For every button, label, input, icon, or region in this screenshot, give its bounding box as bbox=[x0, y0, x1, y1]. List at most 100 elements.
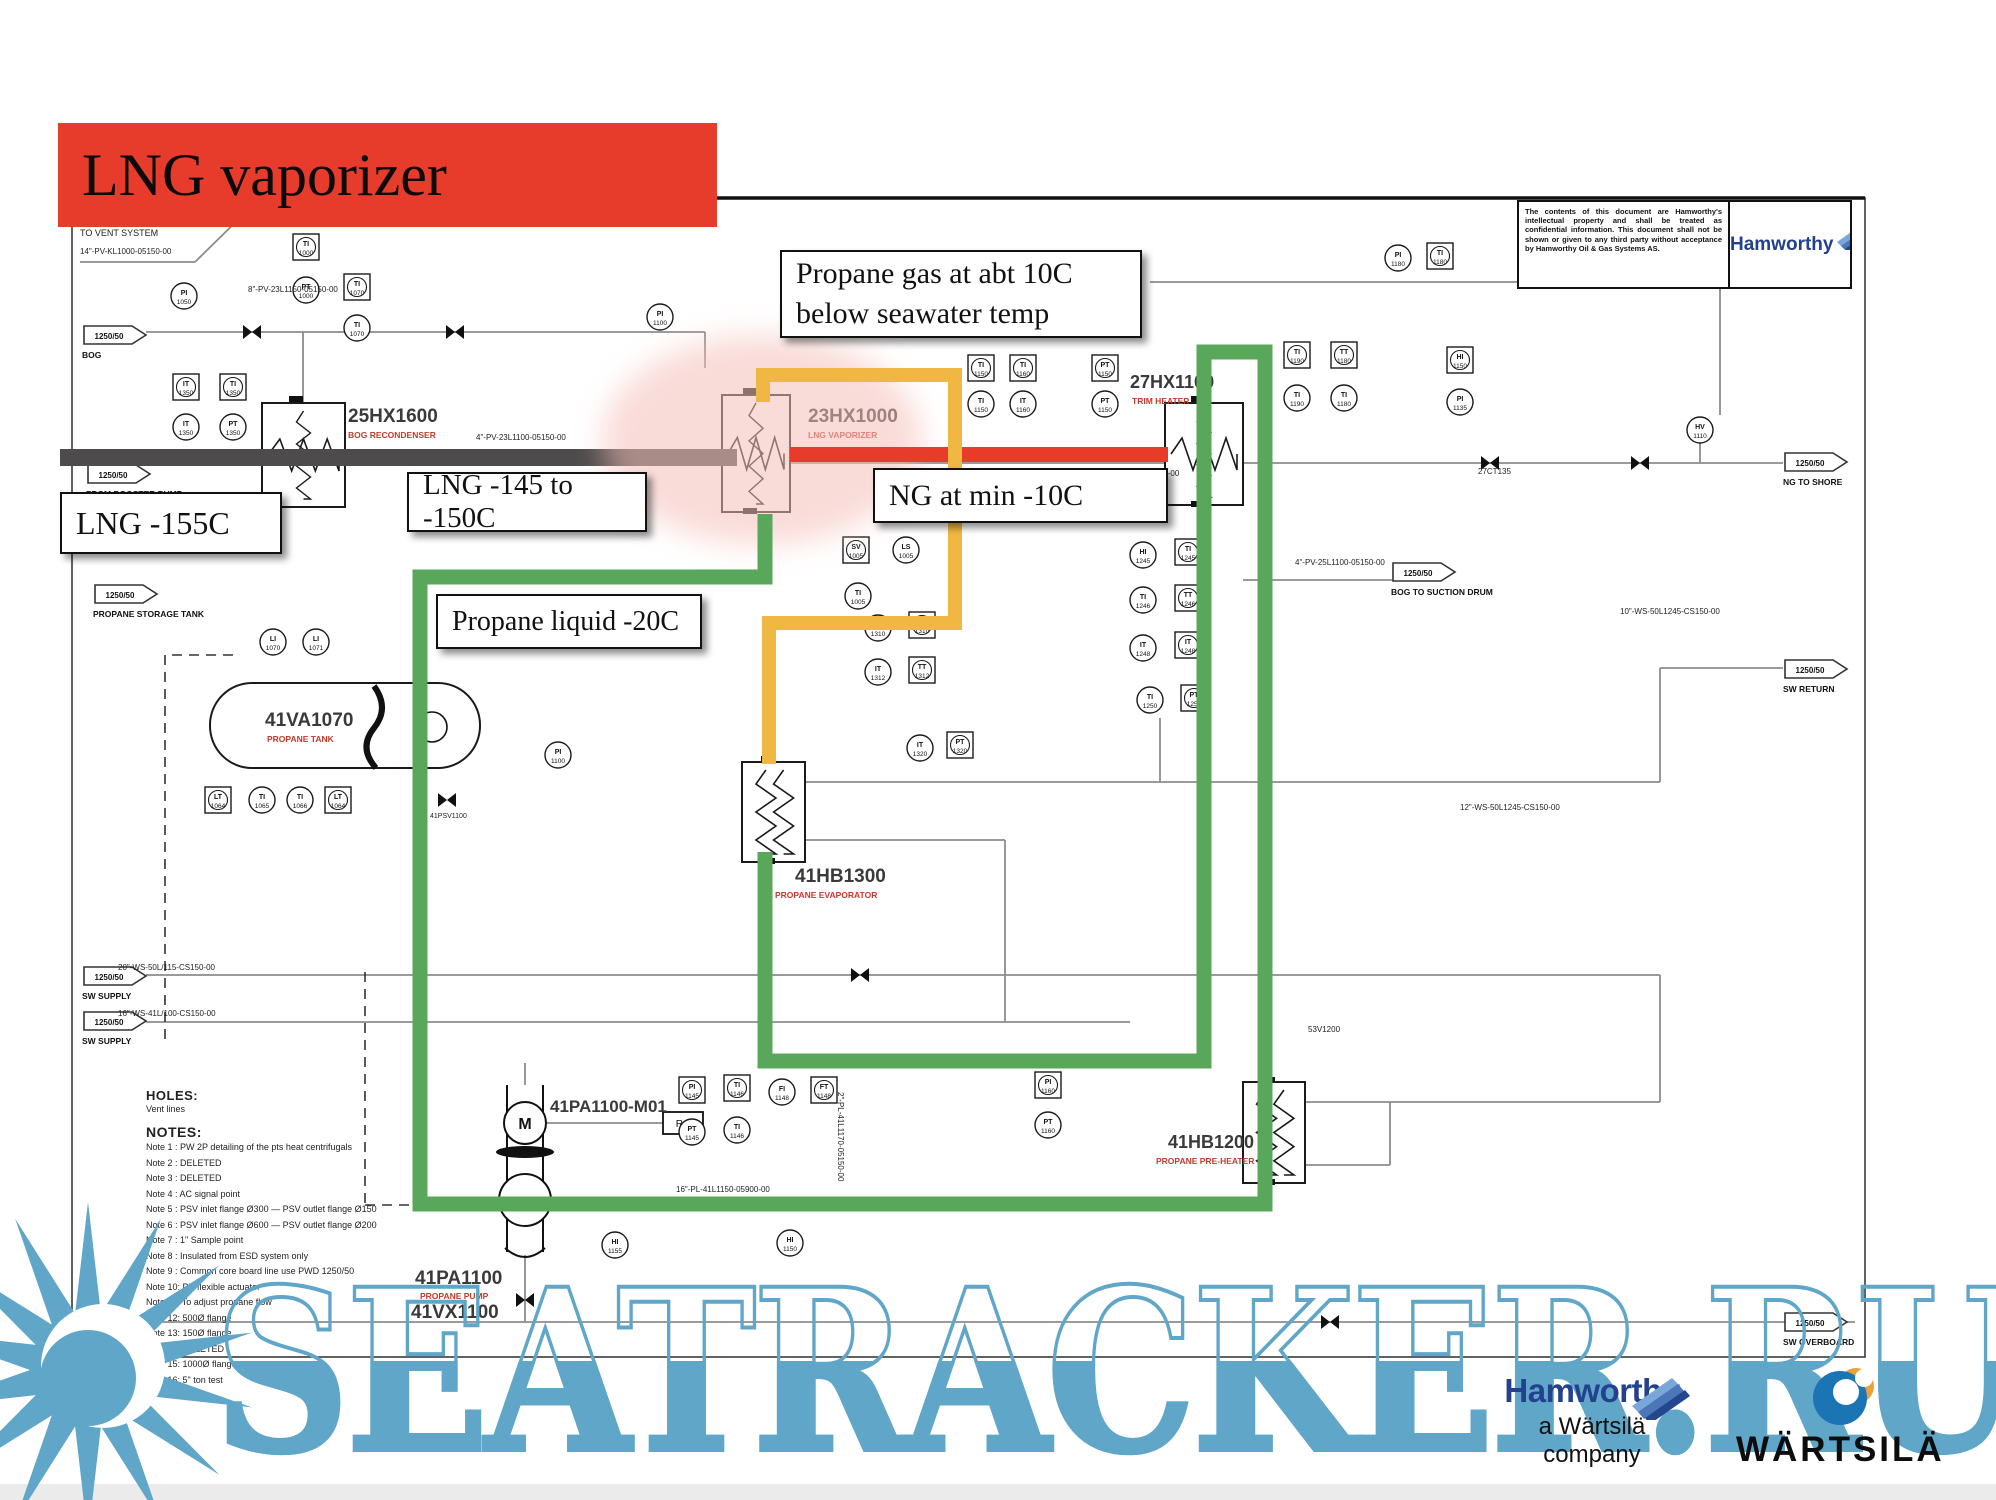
instrument-number: 1000 bbox=[299, 293, 314, 300]
vessel-internal-weir bbox=[363, 684, 385, 771]
instrument-box-circle bbox=[346, 276, 368, 298]
offpage-flag-caption: BOG TO SUCTION DRUM bbox=[1391, 587, 1493, 597]
instrument-box bbox=[324, 786, 352, 814]
pipe-label: TO VENT SYSTEM bbox=[80, 228, 158, 238]
instrument-tag: TI bbox=[1185, 546, 1191, 553]
equipment-label: 41HB1200 bbox=[1168, 1132, 1254, 1152]
instrument-bubble bbox=[864, 658, 892, 686]
instrument-tag: IT bbox=[1140, 642, 1147, 649]
instrument-box bbox=[1034, 1071, 1062, 1099]
instrument-number: 1148 bbox=[775, 1095, 789, 1102]
equipment-sublabel: PROPANE TANK bbox=[267, 734, 335, 744]
instrument-tag: TI bbox=[1294, 349, 1300, 356]
instrument-bubble bbox=[1091, 390, 1119, 418]
instrument-bubble bbox=[544, 741, 572, 769]
note-line: Note 3 : DELETED bbox=[146, 1173, 222, 1183]
instrument-tag: LT bbox=[214, 794, 223, 801]
instrument-box-circle bbox=[1037, 1074, 1059, 1096]
instrument-tag: FT bbox=[820, 1084, 829, 1091]
valve-icon bbox=[446, 325, 455, 339]
watermark-sun-icon bbox=[0, 1198, 268, 1500]
notes-lines: Note 1 : PW 2P detailing of the pts heat… bbox=[146, 1140, 377, 1388]
instrument-number: 1245 bbox=[1181, 555, 1196, 562]
instrument-number: 1248 bbox=[1136, 651, 1151, 658]
instrument-number: 1135 bbox=[1453, 405, 1467, 412]
instrument-number: 1070 bbox=[266, 645, 281, 652]
instrument-tag: LI bbox=[313, 636, 319, 643]
instrument-tag: PI bbox=[181, 290, 188, 297]
instrument-bubble bbox=[967, 390, 995, 418]
instrument-number: 1066 bbox=[293, 803, 308, 810]
instrument-tag: TI bbox=[1437, 250, 1443, 257]
offpage-flag-caption: BOG bbox=[82, 350, 102, 360]
valve-icon bbox=[1640, 456, 1649, 470]
pipe-label: 2"-PL-41L1170-05150-00 bbox=[836, 1092, 845, 1182]
instrument-tag: TI bbox=[297, 794, 303, 801]
hamworthy-tagline: a Wärtsilä company bbox=[1538, 1413, 1646, 1468]
instrument-number: 1248 bbox=[1181, 648, 1196, 655]
instrument-tag: IT bbox=[1185, 639, 1192, 646]
offpage-flag bbox=[94, 584, 159, 604]
equipment-label: 27HX1100 bbox=[1130, 372, 1214, 392]
title-banner: LNG vaporizer bbox=[58, 123, 717, 227]
valve-icon bbox=[1330, 1315, 1339, 1329]
instrument-number: 1050 bbox=[177, 299, 192, 306]
instrument-number: 1160 bbox=[1041, 1088, 1055, 1095]
hamworthy-flag-icon bbox=[1628, 1370, 1694, 1425]
instrument-number: 1148 bbox=[817, 1093, 831, 1100]
instrument-tag: TI bbox=[354, 281, 360, 288]
instrument-box bbox=[810, 1076, 838, 1104]
pipe-label: 27CT135 bbox=[1478, 467, 1511, 476]
instrument-tag: HI bbox=[1140, 549, 1147, 556]
instrument-number: 1100 bbox=[551, 758, 565, 765]
instrument-tag: TI bbox=[230, 381, 236, 388]
instrument-number: 1150 bbox=[1098, 407, 1112, 414]
instrument-box bbox=[946, 731, 974, 759]
wartsila-swirl-icon bbox=[1806, 1364, 1886, 1433]
instrument-box-circle bbox=[175, 376, 197, 398]
note-line: Note 13: 150Ø flange bbox=[146, 1328, 232, 1338]
equipment-label: 41HB1300 bbox=[795, 866, 886, 887]
equipment-label: 41VX1100 bbox=[411, 1302, 499, 1323]
instrument-tag: PI bbox=[1457, 396, 1464, 403]
callout-lng-inlet-text: LNG -155C bbox=[76, 504, 230, 541]
valve-icon bbox=[447, 793, 456, 807]
equipment-sublabel: PROPANE EVAPORATOR bbox=[775, 890, 877, 900]
instrument-bubble bbox=[1009, 390, 1037, 418]
instrument-tag: TI bbox=[1294, 392, 1300, 399]
instrument-box bbox=[172, 373, 200, 401]
instrument-bubble bbox=[1136, 686, 1164, 714]
instrument-tag: HI bbox=[787, 1237, 794, 1244]
holes-heading: HOLES: bbox=[146, 1088, 199, 1103]
pump-motor-letter: M bbox=[518, 1116, 531, 1133]
offpage-flag-caption: SW SUPPLY bbox=[82, 1036, 132, 1046]
bottom-strip bbox=[0, 1484, 1996, 1500]
instrument-bubble bbox=[892, 536, 920, 564]
equipment-label: 41PA1100 bbox=[415, 1268, 502, 1289]
propane-liquid-flow-line bbox=[412, 344, 1273, 1212]
instrument-number: 1250 bbox=[1143, 703, 1158, 710]
instrument-number: 1145 bbox=[685, 1135, 699, 1142]
instrument-number: 1190 bbox=[1290, 401, 1304, 408]
instrument-number: 1312 bbox=[871, 675, 886, 682]
instrument-box bbox=[204, 786, 232, 814]
instrument-number: 1160 bbox=[1041, 1128, 1055, 1135]
watermark-text: SEATRACKER.RU bbox=[212, 1238, 1996, 1500]
instrument-box-circle bbox=[726, 1077, 748, 1099]
instrument-number: 1245 bbox=[1136, 558, 1151, 565]
notes-heading: NOTES: bbox=[146, 1124, 202, 1140]
offpage-flag bbox=[83, 1011, 148, 1031]
instrument-bubble bbox=[302, 628, 330, 656]
instrument-bubble bbox=[248, 786, 276, 814]
instrument-tag: TI bbox=[1020, 362, 1026, 369]
hamworthy-logo-small: Hamworthy bbox=[1730, 233, 1834, 255]
instrument-number: 1320 bbox=[953, 748, 968, 755]
ng-flow-line bbox=[790, 447, 1168, 462]
piping-layer bbox=[71, 196, 1866, 1358]
instrument-tag: TI bbox=[259, 794, 265, 801]
instrument-bubble bbox=[286, 786, 314, 814]
instrument-number: 1110 bbox=[1693, 433, 1707, 440]
instrument-box bbox=[842, 536, 870, 564]
instrument-box bbox=[723, 1074, 751, 1102]
